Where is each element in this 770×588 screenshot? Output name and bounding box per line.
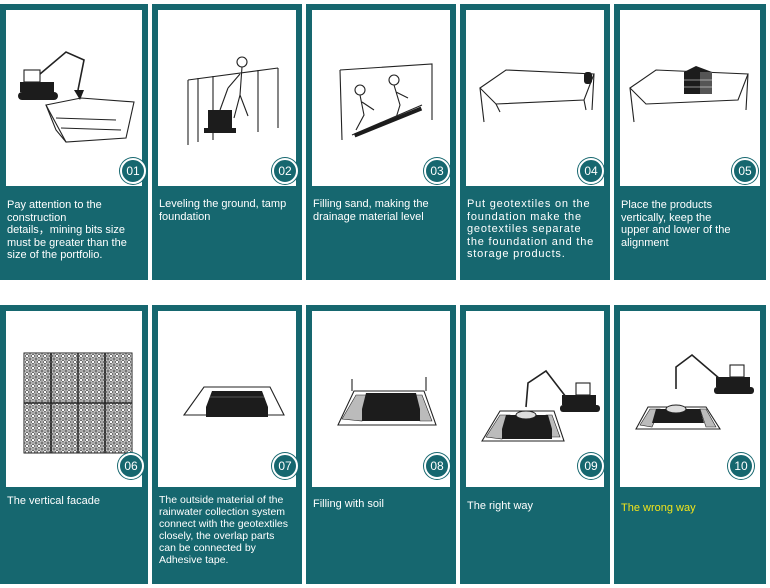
- step-caption: The right way: [467, 500, 534, 512]
- step-number-badge: 09: [578, 453, 604, 479]
- step-caption: Pay attention to the construction detail…: [7, 199, 127, 261]
- step-caption: Place the products vertically, keep the …: [621, 199, 731, 249]
- step-illustration-workers-leveling-sand: [312, 10, 450, 186]
- step-number-badge: 03: [424, 158, 450, 184]
- excavator-pit-drawing: [18, 51, 135, 143]
- step-illustration-geotextile-laying: [466, 10, 604, 186]
- step-illustration-vertical-facade: [6, 311, 142, 487]
- step-number-badge: 10: [728, 453, 754, 479]
- step-caption: Filling with soil: [313, 498, 384, 510]
- step-card-10: 10 The wrong way: [614, 305, 766, 584]
- step-illustration-right-way: [466, 311, 604, 487]
- step-card-02: 02 Leveling the ground, tamp foundation: [152, 4, 302, 280]
- wrapped-tank-drawing: [182, 386, 285, 417]
- soil-filled-pit-drawing: [337, 377, 437, 426]
- step-card-08: 08 Filling with soil: [306, 305, 456, 584]
- step-number-badge: 04: [578, 158, 604, 184]
- step-card-01: 01 Pay attention to the construction det…: [0, 4, 148, 280]
- step-caption: Leveling the ground, tamp foundation: [159, 198, 287, 223]
- step-caption: Put geotextiles on the foundation make t…: [467, 198, 595, 260]
- step-number-badge: 05: [732, 158, 758, 184]
- step-caption: The vertical facade: [7, 495, 100, 507]
- step-number-badge: 06: [118, 453, 144, 479]
- step-number-badge: 02: [272, 158, 298, 184]
- step-card-07: 07 The outside material of the rainwater…: [152, 305, 302, 584]
- step-card-03: 03 Filling sand, making the drainage mat…: [306, 4, 456, 280]
- step-illustration-wrapped-system: [158, 311, 296, 487]
- step-number-badge: 01: [120, 158, 146, 184]
- step-caption: Filling sand, making the drainage materi…: [313, 198, 429, 223]
- step-illustration-placing-products: [620, 10, 760, 186]
- step-card-05: 05 Place the products vertically, keep t…: [614, 4, 766, 280]
- step-number-badge: 08: [424, 453, 450, 479]
- step-caption: The wrong way: [621, 502, 696, 514]
- step-card-04: 04 Put geotextiles on the foundation mak…: [460, 4, 610, 280]
- step-caption: The outside material of the rainwater co…: [159, 494, 288, 566]
- wrong-way-excavator-drawing: [635, 353, 754, 430]
- facade-grid-drawing: [23, 352, 133, 454]
- geotextile-pit-drawing: [479, 69, 595, 123]
- products-in-pit-drawing: [629, 66, 749, 123]
- step-number-badge: 07: [272, 453, 298, 479]
- step-illustration-worker-tamping: [158, 10, 296, 186]
- right-way-excavator-drawing: [481, 369, 600, 442]
- step-card-09: 09 The right way: [460, 305, 610, 584]
- step-card-06: 06 The vertical facade: [0, 305, 148, 584]
- workers-leveling-drawing: [339, 63, 433, 141]
- step-illustration-excavator-digging: [6, 10, 142, 186]
- worker-tamping-drawing: [187, 56, 279, 145]
